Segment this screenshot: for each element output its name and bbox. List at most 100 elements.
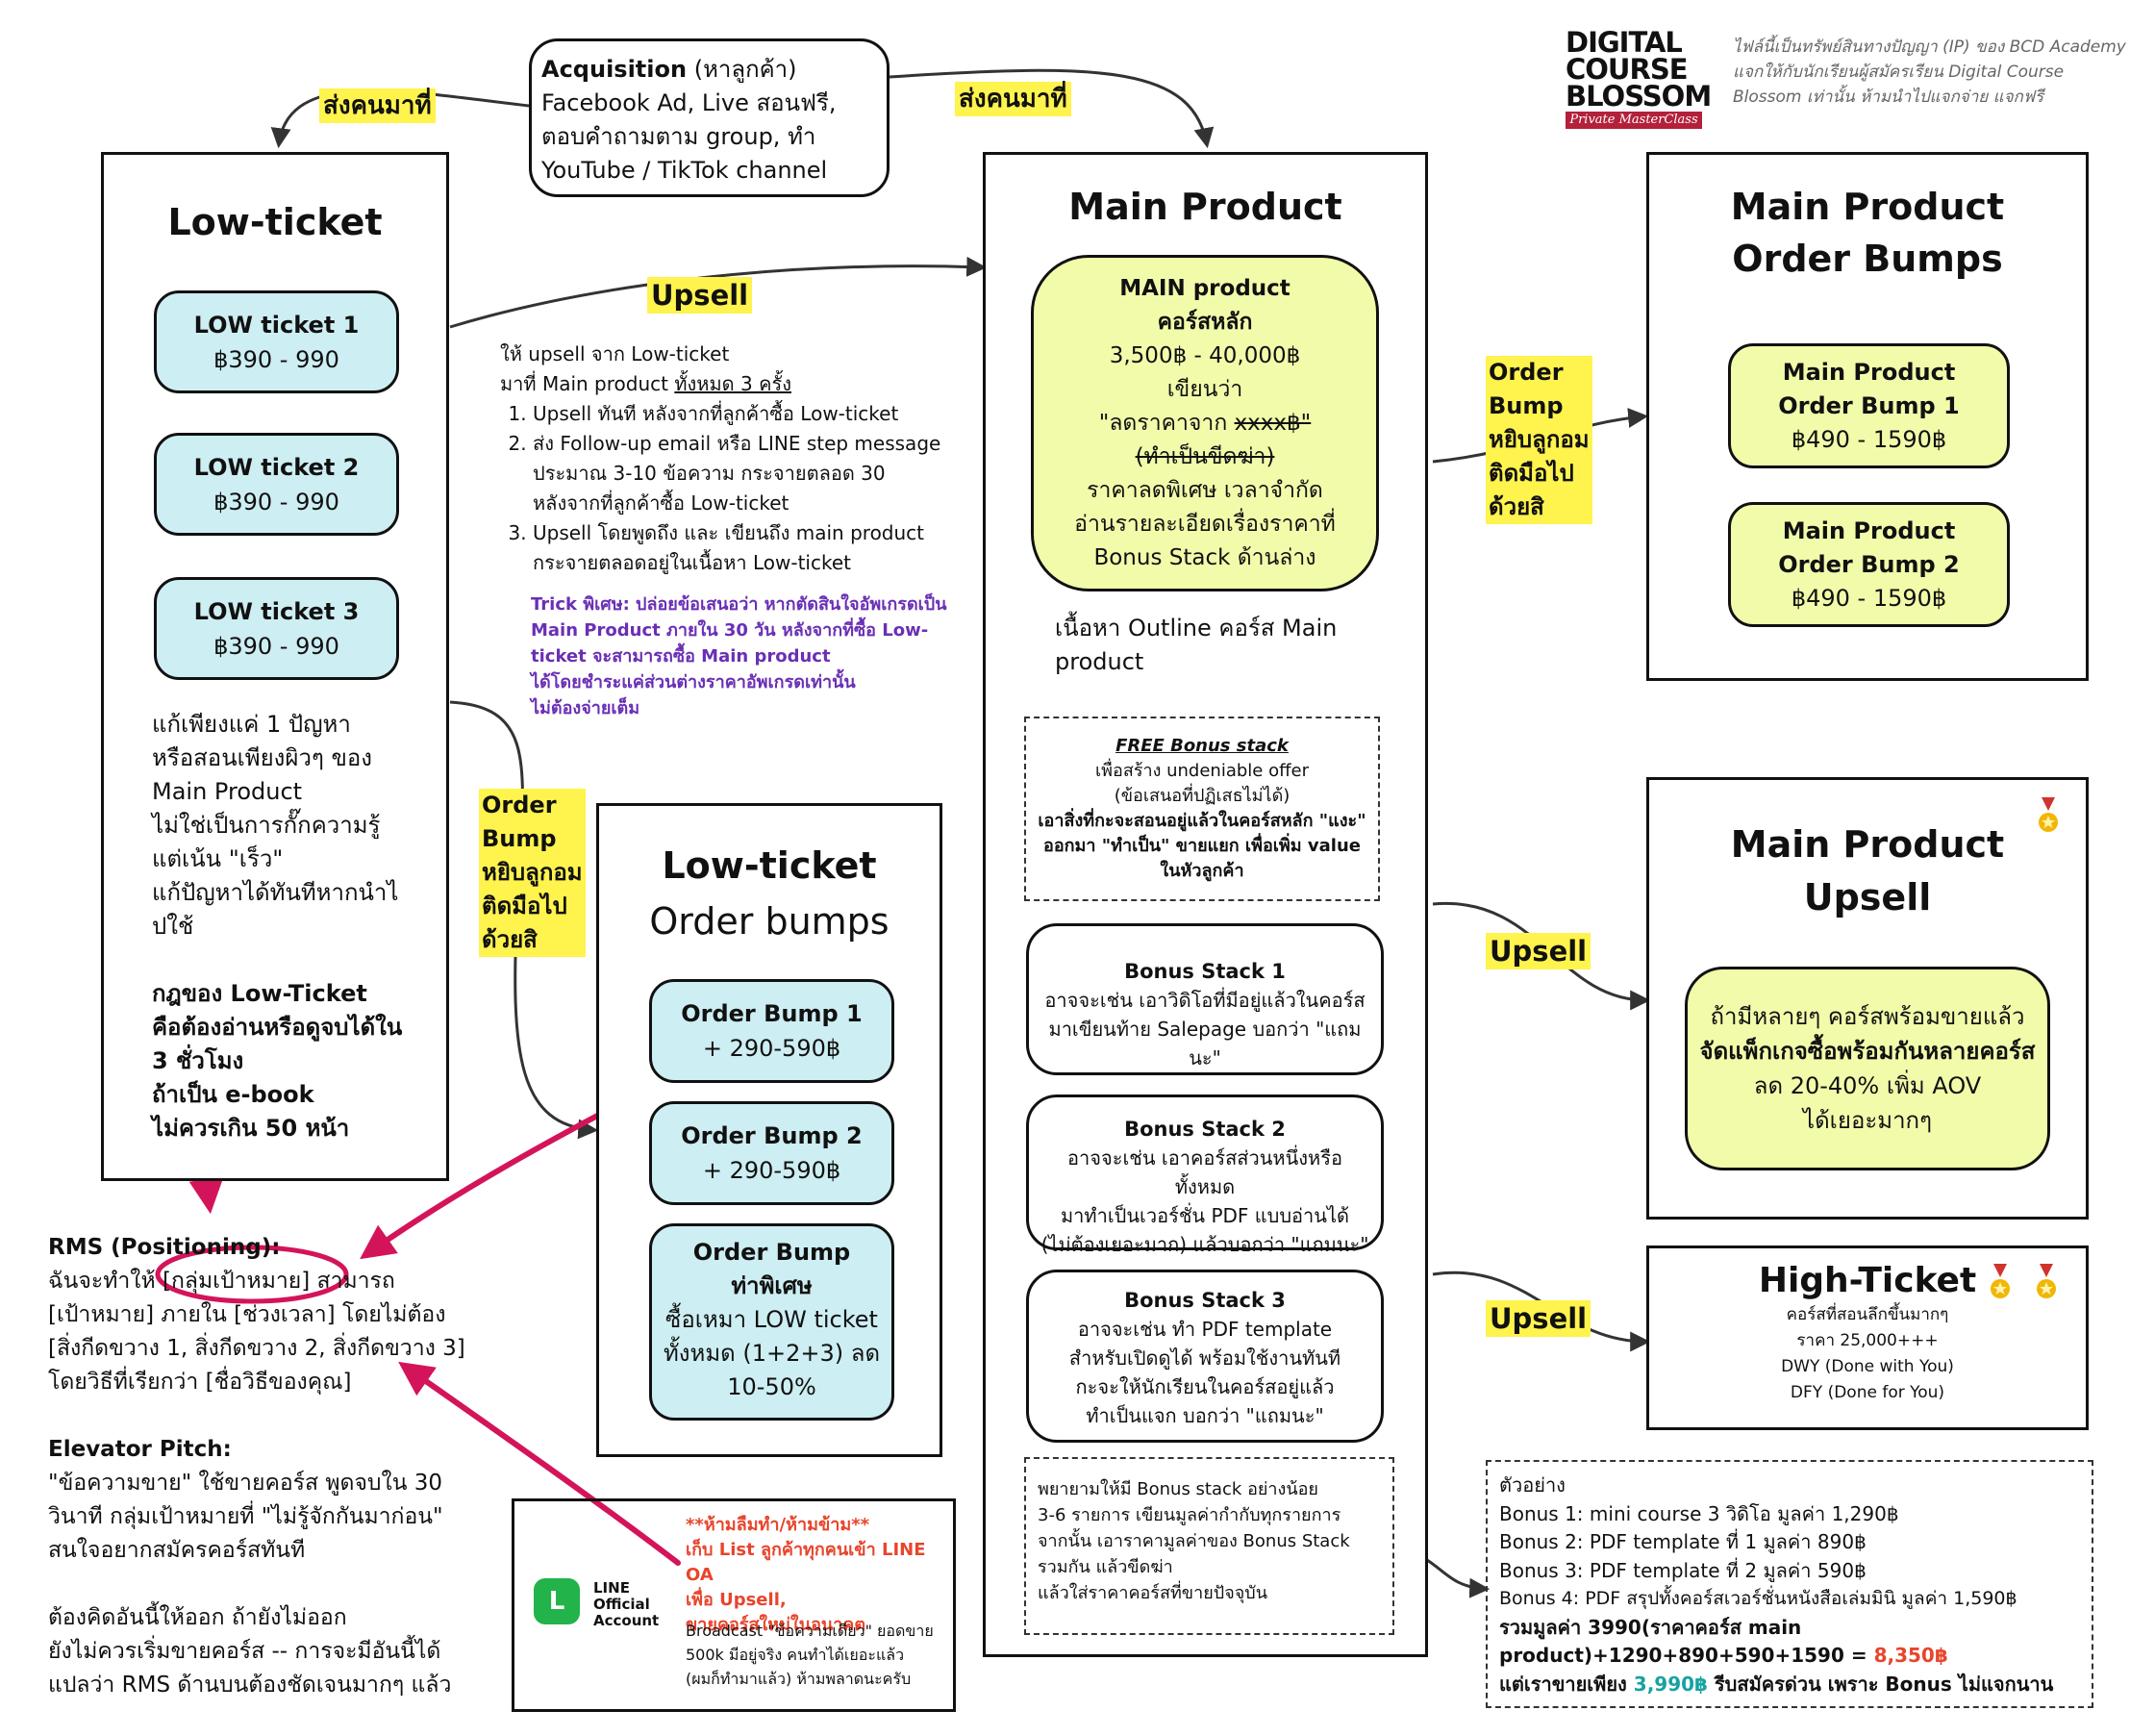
mob-2-line-1: Main Product [1782, 516, 1956, 544]
order-bump-low-line-1: Order [482, 792, 557, 818]
bonus-stack-3-title: Bonus Stack 3 [1124, 1289, 1286, 1312]
bonus-stack-2-line-1: อาจจะเช่น เอาคอร์สส่วนหนึ่งหรือทั้งหมด [1067, 1146, 1342, 1198]
mob-2-line-2: Order Bump 2 [1778, 550, 1960, 578]
main-order-bump-2: Main Product Order Bump 2 ฿490 - 1590฿ [1728, 502, 2010, 627]
main-p1: MAIN product [1119, 275, 1291, 301]
example-line-6a: product)+1290+890+590+1590 = [1499, 1644, 1874, 1667]
bonus-stack-1-title: Bonus Stack 1 [1124, 960, 1286, 983]
logo-line-1: DIGITAL [1566, 26, 1683, 59]
high-ticket-title: High-Ticket [1758, 1261, 1977, 1300]
example-line-5: รวมมูลค่า 3990(ราคาคอร์ส main [1499, 1615, 1802, 1639]
line-brand: LINE Official Account [593, 1579, 660, 1629]
order-bump-low-line-3: หยิบลูกอม [482, 859, 583, 886]
acquisition-box: Acquisition (หาลูกค้า) Facebook Ad, Live… [529, 38, 890, 197]
low-rule-2: คือต้องอ่านหรือดูจบได้ใน [152, 1014, 403, 1041]
free-bonus-3: เอาสิ่งที่กะจะสอนอยู่แล้วในคอร์สหลัก "แง… [1038, 811, 1366, 831]
medal-icon [2034, 797, 2063, 836]
pink-circle [155, 1245, 349, 1304]
line-app-icon: L [534, 1578, 580, 1624]
main-product-title: Main Product [1068, 186, 1342, 228]
upsell-note-line-2b: ทั้งหมด 3 ครั้ง [674, 372, 791, 395]
example-total-value: 8,350฿ [1873, 1644, 1948, 1667]
free-bonus-stack: FREE Bonus stack เพื่อสร้าง undeniable o… [1024, 717, 1380, 901]
think-line-2: ยังไม่ควรเริ่มขายคอร์ส -- การจะมีอันนี้ไ… [48, 1639, 441, 1664]
example-line-7a: แต่เราขายเพียง [1499, 1672, 1634, 1696]
main-p6: (ทำเป็นขีดฆ่า) [1135, 443, 1275, 469]
low-rule-4: ถ้าเป็น e-book [152, 1081, 314, 1108]
logo: DIGITAL COURSE BLOSSOM Private MasterCla… [1566, 26, 1712, 129]
free-bonus-2: (ข้อเสนอที่ปฏิเสธไม่ได้) [1114, 786, 1291, 806]
order-bump-low-line-5: ด้วยสิ [482, 926, 538, 953]
example-line-3: Bonus 3: PDF template ที่ 2 มูลค่า 590฿ [1499, 1558, 1867, 1582]
upsell-note-line-1: ให้ upsell จาก Low-ticket [500, 342, 730, 365]
order-bump-main-line-2: Bump [1489, 392, 1564, 419]
low-desc-5: แต่เน้น "เร็ว" [152, 845, 284, 872]
order-bump-main-line-3: หยิบลูกอม [1489, 426, 1590, 453]
low-ticket-3-name: LOW ticket 3 [193, 597, 360, 625]
ip-notice-line-2: แจกให้กับนักเรียนผู้สมัครเรียน Digital C… [1733, 63, 2065, 82]
order-bump-low-line-4: ติดมือไป [482, 893, 567, 919]
ht-line-1: คอร์สที่สอนลึกขึ้นมากๆ [1786, 1305, 1949, 1324]
upsell-steps: Upsell ทันที หลังจากที่ลูกค้าซื้อ Low-ti… [500, 399, 981, 578]
mob-1-line-2: Order Bump 1 [1778, 391, 1960, 419]
mpu-title-1: Main Product [1730, 823, 2005, 866]
order-bump-main-line-4: ติดมือไป [1489, 460, 1574, 487]
low-bump-special: Order Bump ท่าพิเศษ ซื้อเหมา LOW ticket … [649, 1223, 894, 1421]
example-line-1: Bonus 1: mini course 3 วิดิโอ มูลค่า 1,2… [1499, 1501, 1899, 1525]
free-bonus-title: FREE Bonus stack [1115, 736, 1289, 756]
rms-line-3: [สิ่งกีดขวาง 1, สิ่งกีดขวาง 2, สิ่งกีดขว… [48, 1336, 465, 1361]
acquisition-line-2: ตอบคำถามตาม group, ทำ [541, 123, 816, 150]
low-desc-3: Main Product [152, 778, 303, 805]
ip-notice: ไฟล์นี้เป็นทรัพย์สินทางปัญญา (IP) ของ BC… [1733, 35, 2127, 110]
low-ticket-2-name: LOW ticket 2 [193, 453, 360, 481]
elevator-pitch-line-3: สนใจอยากสมัครคอร์สทันที [48, 1538, 306, 1563]
mob-title-1: Main Product [1730, 186, 2005, 228]
mob-title-2: Order Bumps [1732, 238, 2003, 280]
mpu-line-3: ลด 20-40% เพิ่ม AOV [1753, 1072, 1982, 1099]
low-rule-5: ไม่ควรเกิน 50 หน้า [152, 1115, 350, 1142]
main-product-card: MAIN product คอร์สหลัก 3,500฿ - 40,000฿ … [1031, 255, 1379, 591]
low-bump-1-price: + 290-590฿ [702, 1035, 841, 1062]
mpu-line-2: จัดแพ็กเกจซื้อพร้อมกันหลายคอร์ส [1699, 1038, 2036, 1065]
label-send-left: ส่งคนมาที่ [319, 88, 436, 123]
upsell-note: ให้ upsell จาก Low-ticket มาที่ Main pro… [500, 340, 981, 721]
low-ticket-2-price: ฿390 - 990 [213, 488, 339, 516]
think-line-3: แปลว่า RMS ด้านบนต้องชัดเจนมากๆ แล้ว [48, 1673, 452, 1698]
rms-block: RMS (Positioning): ฉันจะทำให้ [กลุ่มเป้า… [48, 1231, 529, 1702]
main-p9: Bonus Stack ด้านล่าง [1093, 544, 1316, 570]
high-ticket-box: High-Ticket คอร์สที่สอนลึกขึ้นมากๆ ราคา … [1646, 1245, 2089, 1430]
line-broadcast: Broadcast "ข้อความเดียว" ยอดขาย 500k มีอ… [686, 1622, 934, 1688]
bonus-stack-2-line-3: (ไม่ต้องเยอะมาก) แล้วบอกว่า "แถมนะ" [1040, 1233, 1369, 1256]
upsell-note-line-2a: มาที่ Main product [500, 372, 675, 395]
bonus-stack-3-line-3: กะจะให้นักเรียนในคอร์สอยู่แล้ว [1075, 1375, 1335, 1398]
low-ticket-title: Low-ticket [167, 201, 383, 243]
order-bump-main-line-5: ด้วยสิ [1489, 493, 1544, 520]
low-desc-4: ไม่ใช่เป็นการกั๊กความรู้ [152, 812, 381, 839]
low-ticket-1: LOW ticket 1 ฿390 - 990 [154, 290, 399, 393]
low-ticket-3: LOW ticket 3 ฿390 - 990 [154, 577, 399, 680]
logo-line-2: COURSE [1566, 53, 1689, 86]
low-bump-2-name: Order Bump 2 [681, 1122, 863, 1149]
upsell-step-1: Upsell ทันที หลังจากที่ลูกค้าซื้อ Low-ti… [533, 399, 981, 429]
main-p3: 3,500฿ - 40,000฿ [1109, 342, 1301, 368]
low-desc-1: แก้เพียงแค่ 1 ปัญหา [152, 711, 351, 738]
upsell-step-2: ส่ง Follow-up email หรือ LINE step messa… [533, 429, 981, 518]
low-rule-1: กฎของ Low-Ticket [152, 980, 367, 1007]
logo-tag: Private MasterClass [1566, 112, 1702, 129]
acquisition-title: Acquisition [541, 56, 688, 83]
ht-line-4: DFY (Done for You) [1790, 1383, 1945, 1402]
mob-1-line-1: Main Product [1782, 358, 1956, 386]
low-ticket-1-price: ฿390 - 990 [213, 345, 339, 373]
mpu-line-1: ถ้ามีหลายๆ คอร์สพร้อมขายแล้ว [1710, 1003, 2025, 1030]
low-bump-2-price: + 290-590฿ [702, 1157, 841, 1184]
low-bump-1-name: Order Bump 1 [681, 1000, 863, 1027]
upsell-step-3: Upsell โดยพูดถึง และ เขียนถึง main produ… [533, 518, 981, 578]
medal-icon [1986, 1264, 2015, 1302]
ht-line-3: DWY (Done with You) [1781, 1357, 1954, 1376]
main-p8: อ่านรายละเอียดเรื่องราคาที่ [1074, 511, 1336, 537]
mpu-line-4: ได้เยอะมากๆ [1803, 1107, 1932, 1134]
bonus-stack-3-line-4: ทำเป็นแจก บอกว่า "แถมนะ" [1086, 1404, 1324, 1427]
low-bumps-title-2: Order bumps [649, 900, 890, 943]
example-line-7c: รีบสมัครด่วน เพราะ Bonus ไม่แจกนาน [1707, 1672, 2054, 1696]
ip-notice-line-3: Blossom เท่านั้น ห้ามนำไปแจกจ่าย แจกฟรี [1733, 88, 2043, 107]
